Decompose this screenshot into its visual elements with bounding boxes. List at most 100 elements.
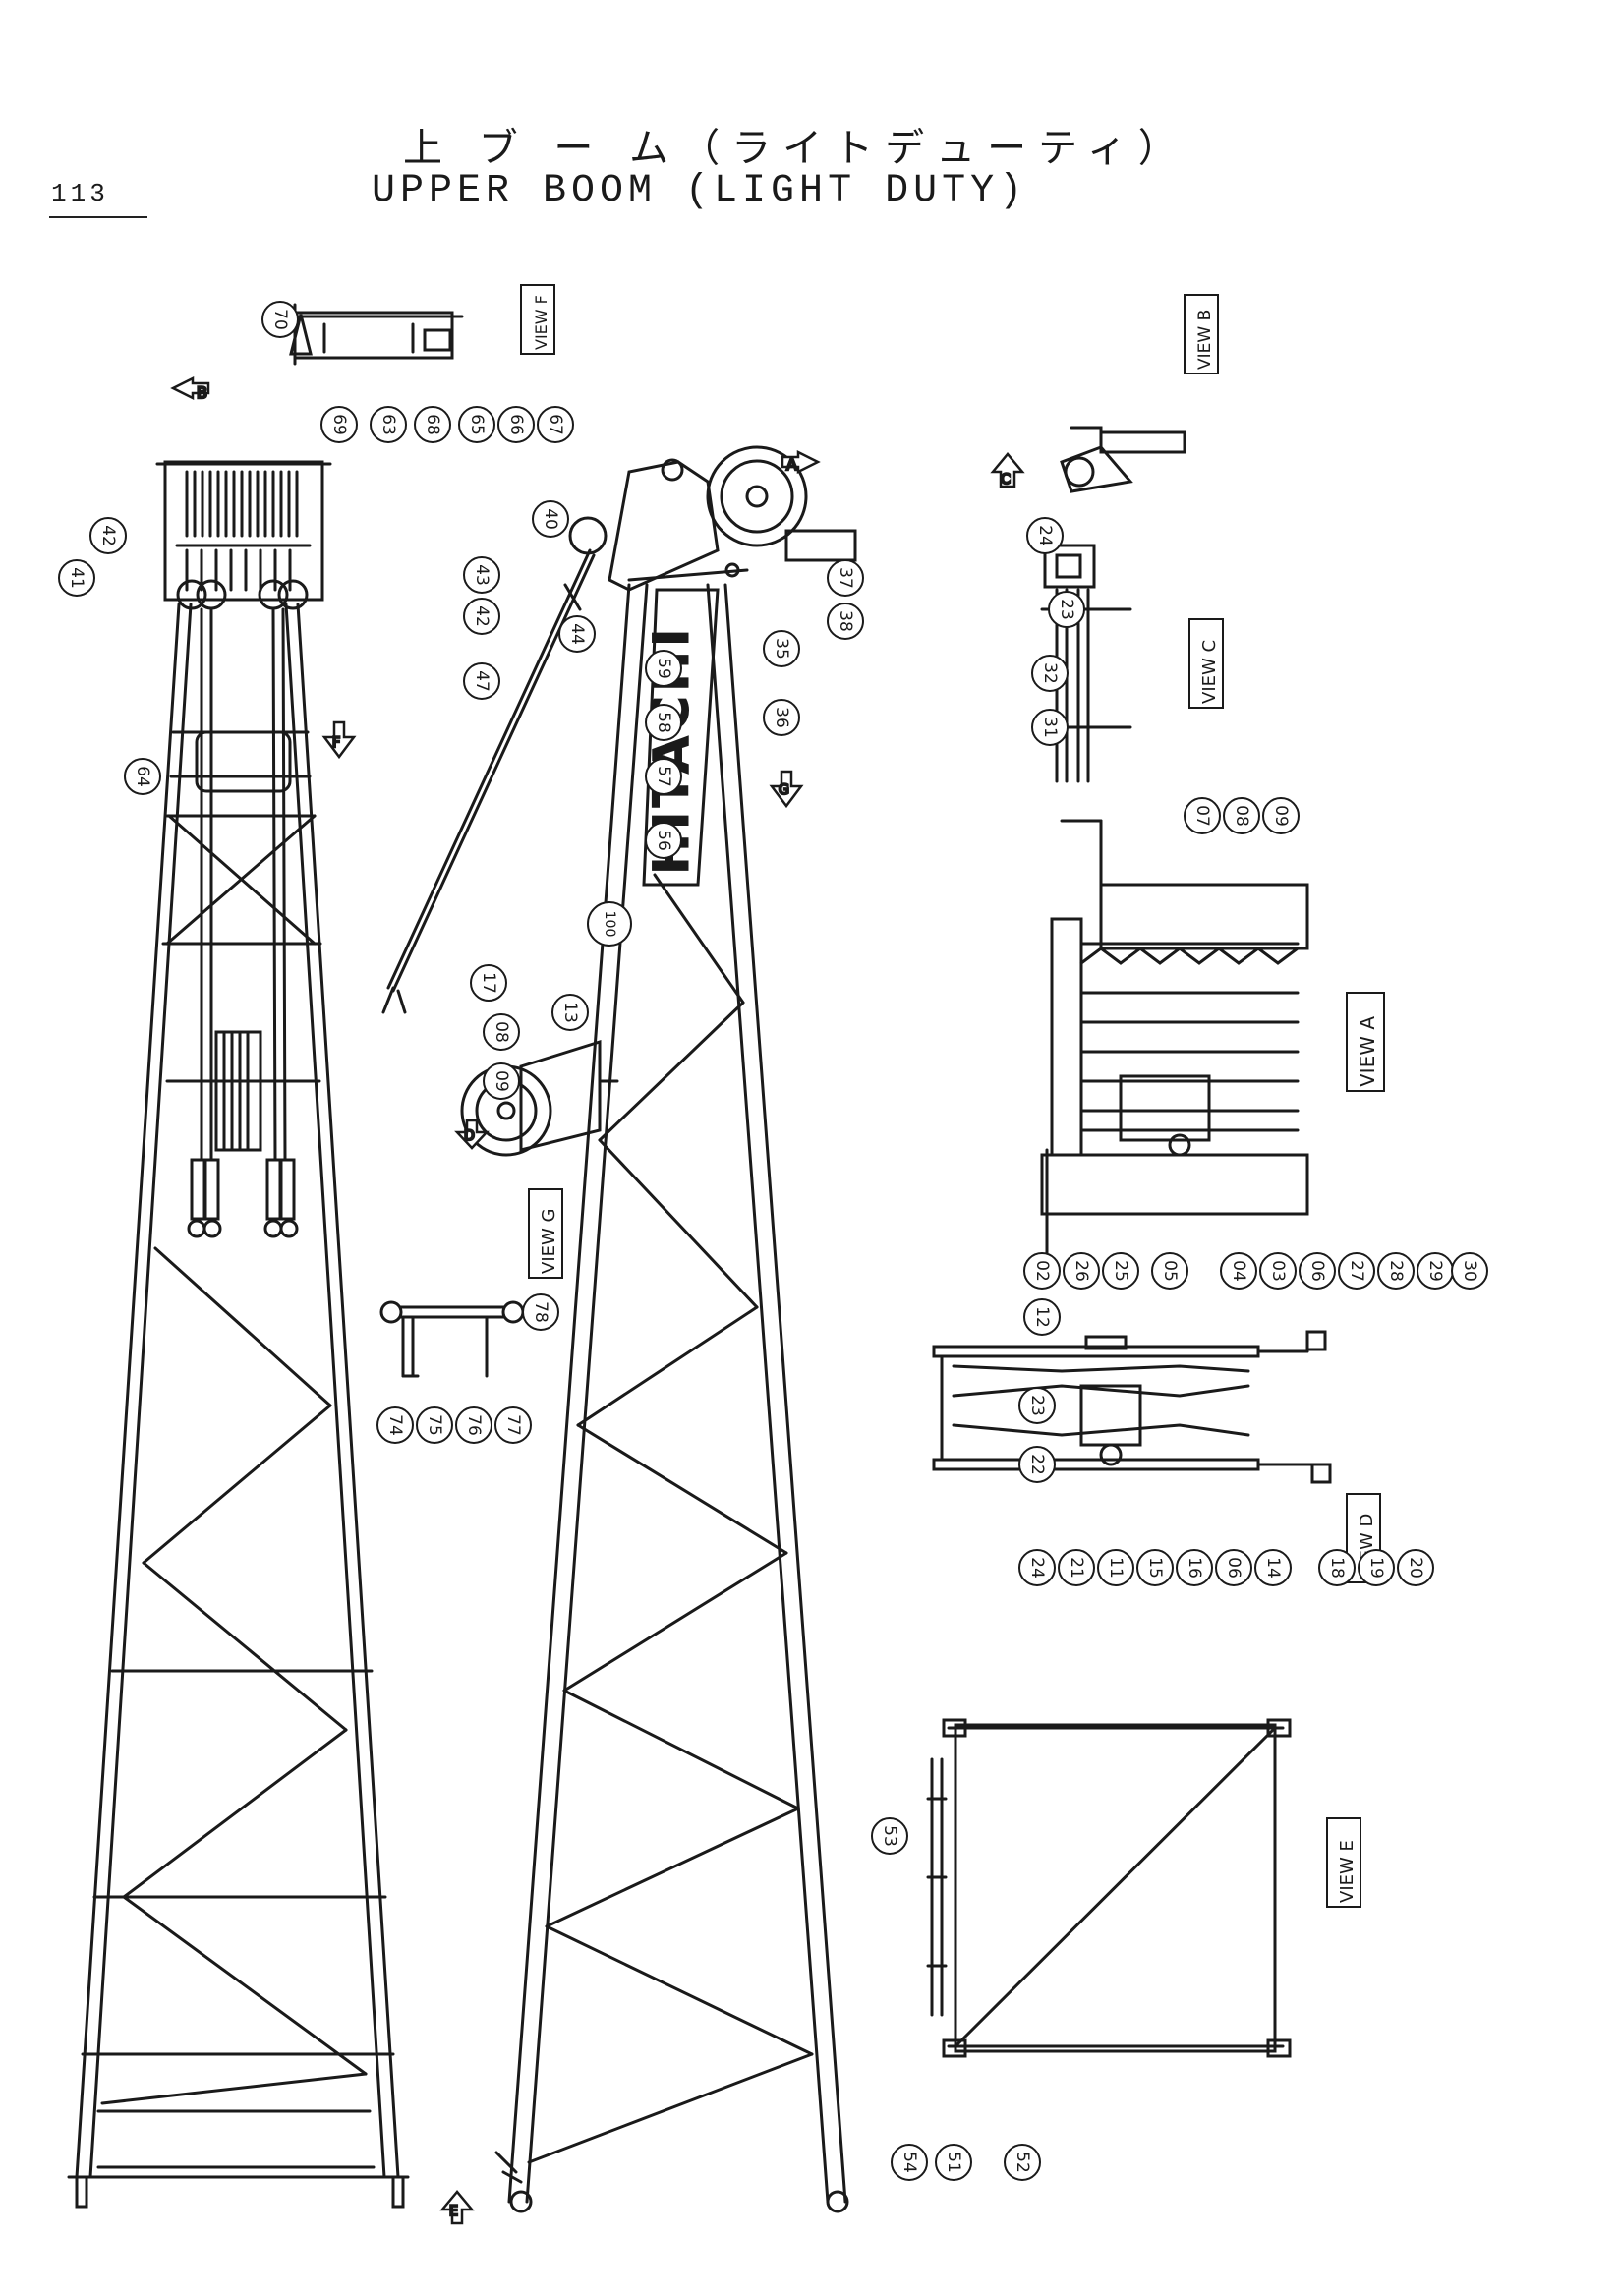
arrow-g-icon: G xyxy=(769,770,804,809)
arrow-f-icon: F xyxy=(321,720,357,760)
view-f-detail xyxy=(283,303,464,366)
view-c-label: VIEW C xyxy=(1188,618,1224,709)
part-number-label: 27 xyxy=(1347,1260,1366,1282)
svg-text:E: E xyxy=(449,2204,458,2219)
part-balloon-100: 100 xyxy=(587,901,632,947)
part-number-label: 44 xyxy=(567,623,587,645)
part-number-label: 63 xyxy=(378,414,398,435)
part-number-label: 52 xyxy=(1012,2152,1032,2173)
part-balloon-26: 26 xyxy=(1063,1252,1100,1290)
left-boom-top-view xyxy=(67,460,410,2209)
part-balloon-67: 67 xyxy=(537,406,574,443)
part-number-label: 77 xyxy=(503,1414,523,1436)
part-number-label: 68 xyxy=(423,414,442,435)
view-f-label: VIEW F xyxy=(520,284,555,355)
view-e-detail xyxy=(926,1718,1292,2058)
part-number-label: 69 xyxy=(329,414,349,435)
arrow-a-icon: A xyxy=(781,449,821,475)
view-a-label: VIEW A xyxy=(1346,992,1385,1092)
part-balloon-16: 16 xyxy=(1176,1549,1213,1586)
part-number-label: 23 xyxy=(1057,599,1076,620)
arrow-c-icon: C xyxy=(990,452,1025,488)
view-a-detail xyxy=(1040,819,1309,1270)
part-balloon-41: 41 xyxy=(58,559,95,597)
svg-text:VIEW F: VIEW F xyxy=(532,295,550,350)
svg-text:VIEW C: VIEW C xyxy=(1199,640,1220,704)
part-number-label: 64 xyxy=(133,766,152,787)
part-balloon-35: 35 xyxy=(763,630,800,667)
part-number-label: 38 xyxy=(836,610,855,632)
part-number-label: 100 xyxy=(602,911,617,938)
part-number-label: 06 xyxy=(1224,1557,1244,1578)
part-number-label: 57 xyxy=(654,766,673,787)
part-balloon-12: 12 xyxy=(1023,1298,1061,1336)
part-number-label: 13 xyxy=(560,1002,580,1023)
part-balloon-76: 76 xyxy=(455,1406,492,1444)
view-b-label: VIEW B xyxy=(1184,294,1219,374)
svg-text:F: F xyxy=(332,735,340,751)
part-number-label: 09 xyxy=(492,1070,511,1092)
part-number-label: 06 xyxy=(1307,1260,1327,1282)
view-b-detail xyxy=(1060,426,1186,493)
part-balloon-54: 54 xyxy=(891,2144,928,2181)
title-japanese: 上 ブ ー ム（ライトデューティ） xyxy=(403,126,1189,171)
part-balloon-78: 78 xyxy=(522,1293,559,1331)
part-balloon-22: 22 xyxy=(1018,1446,1056,1483)
part-number-label: 09 xyxy=(1271,805,1291,827)
part-number-label: 14 xyxy=(1263,1557,1283,1578)
part-number-label: 23 xyxy=(1027,1395,1047,1416)
part-number-label: 07 xyxy=(1192,805,1212,827)
part-number-label: 51 xyxy=(944,2152,963,2173)
part-number-label: 78 xyxy=(531,1301,550,1323)
part-balloon-27: 27 xyxy=(1338,1252,1375,1290)
svg-text:VIEW A: VIEW A xyxy=(1356,1016,1379,1087)
part-balloon-07: 07 xyxy=(1184,797,1221,834)
part-number-label: 22 xyxy=(1027,1454,1047,1475)
part-balloon-04: 04 xyxy=(1220,1252,1257,1290)
part-balloon-18: 18 xyxy=(1318,1549,1356,1586)
title-english: UPPER BOOM (LIGHT DUTY) xyxy=(372,169,1028,213)
part-number-label: 70 xyxy=(270,309,290,330)
part-balloon-56: 56 xyxy=(645,822,682,859)
part-balloon-02: 02 xyxy=(1023,1252,1061,1290)
part-balloon-58: 58 xyxy=(645,704,682,741)
part-balloon-08: 08 xyxy=(1223,797,1260,834)
part-balloon-40: 40 xyxy=(532,500,569,538)
part-number-label: 47 xyxy=(472,670,492,692)
part-balloon-05: 05 xyxy=(1151,1252,1188,1290)
part-number-label: 15 xyxy=(1145,1557,1165,1578)
svg-text:B: B xyxy=(197,383,207,402)
part-balloon-21: 21 xyxy=(1058,1549,1095,1586)
part-number-label: 28 xyxy=(1386,1260,1406,1282)
part-balloon-20: 20 xyxy=(1397,1549,1434,1586)
part-balloon-15: 15 xyxy=(1136,1549,1174,1586)
part-balloon-42: 42 xyxy=(89,517,127,554)
part-number-label: 41 xyxy=(67,567,87,589)
part-balloon-43: 43 xyxy=(463,556,500,594)
part-balloon-08: 08 xyxy=(483,1013,520,1051)
svg-text:VIEW E: VIEW E xyxy=(1337,1840,1358,1903)
part-number-label: 29 xyxy=(1425,1260,1445,1282)
part-balloon-57: 57 xyxy=(645,758,682,795)
part-number-label: 31 xyxy=(1040,717,1060,738)
part-number-label: 43 xyxy=(472,564,492,586)
part-balloon-32: 32 xyxy=(1031,655,1069,692)
part-balloon-23: 23 xyxy=(1048,591,1085,628)
page-number-underline xyxy=(49,216,147,218)
part-balloon-63: 63 xyxy=(370,406,407,443)
part-balloon-77: 77 xyxy=(494,1406,532,1444)
part-balloon-14: 14 xyxy=(1254,1549,1292,1586)
part-balloon-37: 37 xyxy=(827,559,864,597)
part-number-label: 08 xyxy=(492,1021,511,1043)
part-balloon-09: 09 xyxy=(483,1062,520,1100)
view-g-label: VIEW G xyxy=(528,1188,563,1279)
part-number-label: 20 xyxy=(1406,1557,1425,1578)
part-balloon-52: 52 xyxy=(1004,2144,1041,2181)
page-number: 113 xyxy=(51,179,109,208)
part-number-label: 17 xyxy=(479,972,498,994)
svg-text:D: D xyxy=(464,1128,475,1144)
part-number-label: 59 xyxy=(654,658,673,679)
part-balloon-65: 65 xyxy=(458,406,495,443)
